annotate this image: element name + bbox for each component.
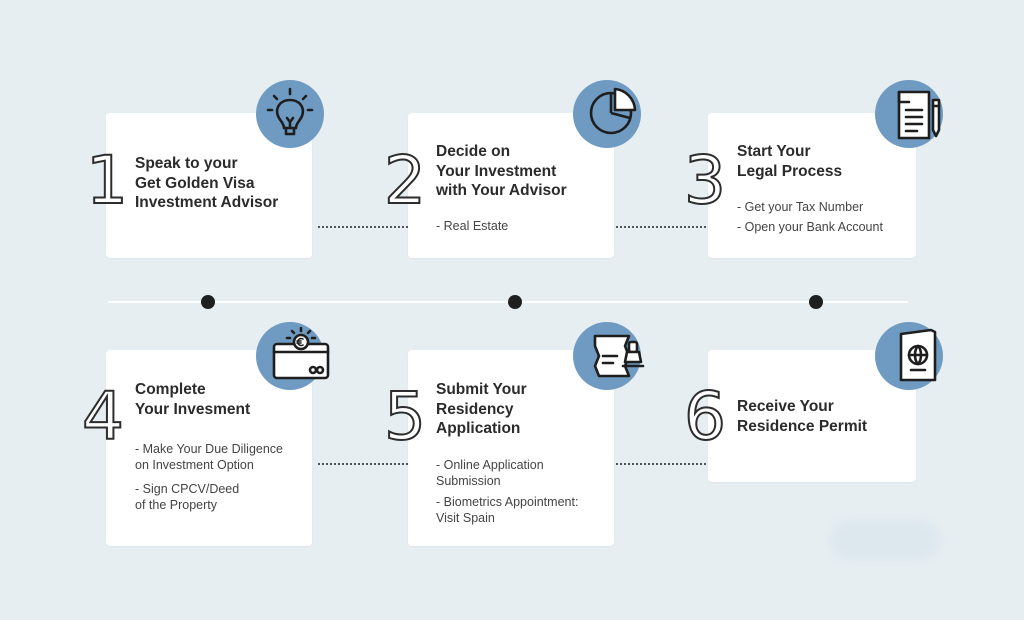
step-title-6: Receive Your Residence Permit [737,398,868,435]
step-item: - Real Estate [436,219,509,233]
step-items-3: - Get your Tax Number - Open your Bank A… [737,199,883,243]
background-blob [830,520,940,560]
step-item: - Open your Bank Account [737,220,883,234]
pie-chart-icon [589,87,637,135]
step-title-5: Submit Your Residency Application [436,381,527,437]
step-card-3 [708,113,916,258]
passport-icon [899,328,937,382]
step-number-4: 4 [81,378,125,455]
step-item: - Make Your Due Diligence on Investment … [135,442,283,472]
step-number-5: 5 [383,378,427,455]
step-icon-circle-3 [875,80,943,148]
step-item: - Online Application Submission [436,458,544,488]
step-icon-circle-1 [256,80,324,148]
step-items-2: - Real Estate [436,218,508,242]
connector-dots-1-2 [318,226,408,228]
document-pen-icon [897,90,941,140]
connector-dots-2-3 [616,226,706,228]
step-item: - Sign CPCV/Deed of the Property [135,482,240,512]
connector-dots-5-6 [616,463,706,465]
stamp-icon [593,334,645,378]
step-icon-circle-4 [256,322,330,390]
step-icon-circle-2 [573,80,641,148]
step-icon-circle-5 [573,322,645,390]
step-card-2 [408,113,614,258]
step-number-6: 6 [683,378,727,455]
step-title-3: Start Your Legal Process [737,143,843,180]
lightbulb-icon [266,87,314,136]
step-number-2: 2 [383,142,427,219]
step-number-3: 3 [683,142,727,219]
step-title-1: Speak to your Get Golden Visa Investment… [135,155,279,211]
connector-dots-4-5 [318,463,408,465]
step-icon-circle-6 [875,322,943,390]
step-items-4: - Make Your Due Diligence on Investment … [135,441,283,521]
wallet-euro-icon [272,326,330,380]
step-title-4: Complete Your Invesment [135,381,251,418]
timeline-dot [809,295,823,309]
step-item: - Biometrics Appointment: Visit Spain [436,495,579,525]
step-number-1: 1 [85,142,129,219]
step-item: - Get your Tax Number [737,200,864,214]
step-title-2: Decide on Your Investment with Your Advi… [436,143,567,199]
timeline-dot [201,295,215,309]
step-items-5: - Online Application Submission - Biomet… [436,457,578,534]
timeline-dot [508,295,522,309]
step-card-5 [408,350,614,546]
